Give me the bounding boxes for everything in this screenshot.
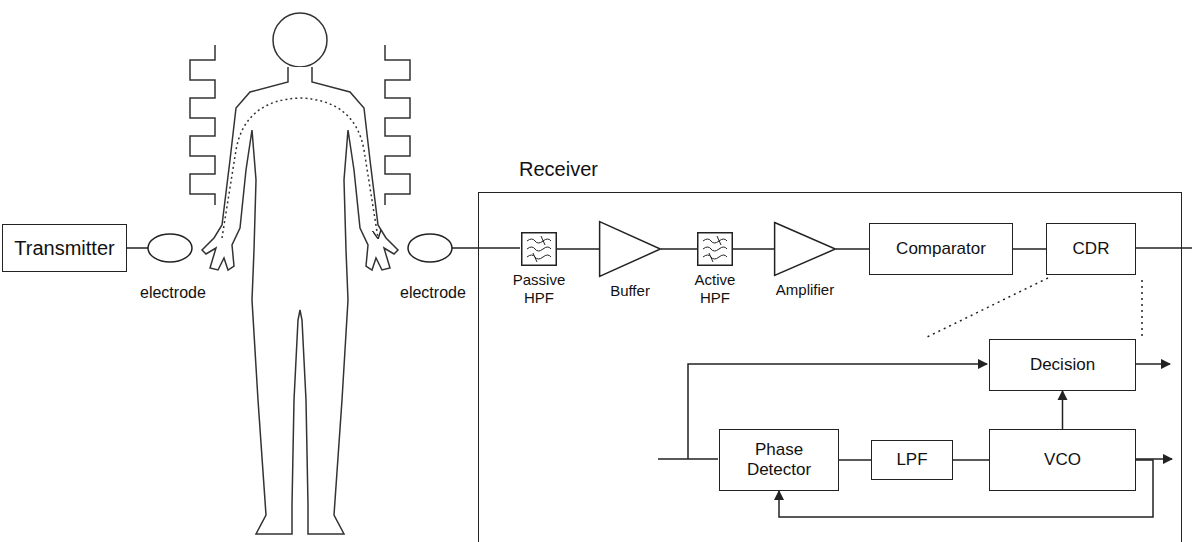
lpf-box: LPF <box>871 440 953 480</box>
detail-leader <box>1141 280 1143 336</box>
connector <box>1062 391 1064 429</box>
vco-box: VCO <box>989 429 1136 491</box>
electrode <box>408 234 452 262</box>
filter-outline <box>698 233 733 266</box>
filter-slash <box>709 236 721 262</box>
electrode-label: electrode <box>140 284 206 302</box>
electrode <box>148 234 192 262</box>
filter-wave <box>703 247 727 251</box>
active-hpf: Active HPF <box>697 232 733 266</box>
node-label: Phase Detector <box>739 440 819 479</box>
connector <box>953 459 989 461</box>
passive-hpf: Passive HPF <box>521 232 557 266</box>
node-label: Amplifier <box>765 281 845 299</box>
triangle-outline <box>775 223 836 276</box>
node-label: Transmitter <box>14 237 114 260</box>
electrode-label: electrode <box>400 284 466 302</box>
filter-wave <box>703 255 727 259</box>
receiver-box: ReceiverPassive HPFBufferActive HPFAmpli… <box>478 192 1182 542</box>
node-label: Decision <box>1030 355 1095 375</box>
filter-slash <box>533 236 545 262</box>
wire <box>1135 247 1192 249</box>
human-figure <box>202 13 398 534</box>
filter-symbol <box>697 232 733 266</box>
connector <box>836 248 869 250</box>
filter-wave <box>527 255 551 259</box>
buffer-symbol: Buffer <box>599 221 661 277</box>
cdr-box: CDR <box>1046 223 1136 275</box>
node-label: Comparator <box>896 239 986 259</box>
node-label: Receiver <box>519 157 598 181</box>
filter-wave <box>703 239 727 243</box>
node-label: CDR <box>1073 239 1110 259</box>
node-label: Buffer <box>595 282 665 300</box>
filter-wave <box>527 239 551 243</box>
transmitter-box: Transmitter <box>2 224 127 272</box>
connector <box>557 248 599 250</box>
triangle-symbol <box>774 222 836 276</box>
triangle-outline <box>600 222 661 277</box>
pulse-train <box>190 45 215 205</box>
decision-box: Decision <box>989 339 1136 391</box>
phase-detector-box: Phase Detector <box>719 429 839 491</box>
node-label: Active HPF <box>680 271 750 307</box>
connector <box>839 459 871 461</box>
node-label: VCO <box>1044 450 1081 470</box>
wire <box>452 247 520 249</box>
wire <box>127 247 148 249</box>
comparator-box: Comparator <box>869 223 1013 275</box>
amplifier-symbol: Amplifier <box>774 222 836 276</box>
node-label: LPF <box>896 450 927 470</box>
filter-outline <box>522 233 557 266</box>
wire <box>1135 363 1170 365</box>
filter-symbol <box>521 232 557 266</box>
connector <box>661 248 697 250</box>
connector <box>733 248 774 250</box>
node-label: Passive HPF <box>504 271 574 307</box>
connector <box>1013 248 1046 250</box>
pulse-train <box>385 45 410 205</box>
triangle-symbol <box>599 221 661 277</box>
filter-wave <box>527 247 551 251</box>
detail-leader <box>925 278 1048 338</box>
